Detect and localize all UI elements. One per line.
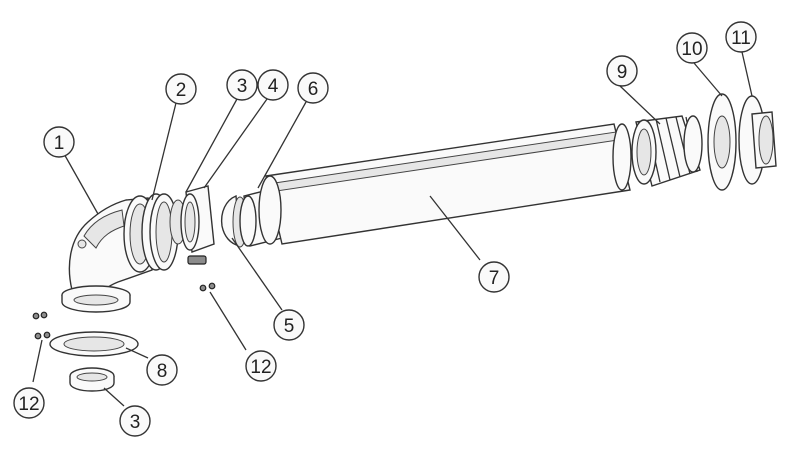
callout-label: 2: [176, 80, 187, 101]
part-elbow: [61, 195, 157, 313]
callout-label: 12: [250, 357, 271, 378]
callout-label: 1: [54, 133, 65, 154]
part-screws-left: [32, 311, 51, 340]
callout-3a: 3: [226, 69, 258, 101]
callout-label: 4: [268, 76, 279, 97]
leader-lines: [32, 51, 753, 407]
callout-label: 5: [284, 316, 295, 337]
part-main-pipe: [258, 123, 632, 245]
callout-4: 4: [257, 69, 289, 101]
callout-10: 10: [676, 32, 708, 64]
callout-1: 1: [43, 126, 75, 158]
callout-12b: 12: [13, 387, 45, 419]
callout-8: 8: [146, 354, 178, 386]
part-terminal: [631, 115, 703, 187]
callout-11: 11: [725, 21, 757, 53]
callout-label: 7: [489, 268, 500, 289]
callout-6: 6: [297, 72, 329, 104]
part-rosette-outer: [707, 93, 737, 191]
callout-label: 11: [731, 28, 751, 49]
callout-2: 2: [165, 73, 197, 105]
callout-label: 3: [130, 412, 141, 433]
callout-9: 9: [606, 55, 638, 87]
part-screws-right: [199, 282, 216, 292]
callout-label: 6: [308, 79, 319, 100]
callout-label: 9: [617, 62, 628, 83]
callout-label: 3: [237, 76, 248, 97]
callout-label: 10: [681, 39, 702, 60]
callout-12a: 12: [245, 350, 277, 382]
callout-label: 8: [157, 361, 168, 382]
part-rosette-inner: [738, 95, 777, 185]
part-adapter: [169, 185, 215, 265]
callout-7: 7: [478, 261, 510, 293]
part-ring: [69, 367, 115, 392]
callout-label: 12: [18, 394, 39, 415]
part-gasket: [49, 331, 139, 357]
callout-5: 5: [273, 309, 305, 341]
callout-3b: 3: [119, 405, 151, 437]
